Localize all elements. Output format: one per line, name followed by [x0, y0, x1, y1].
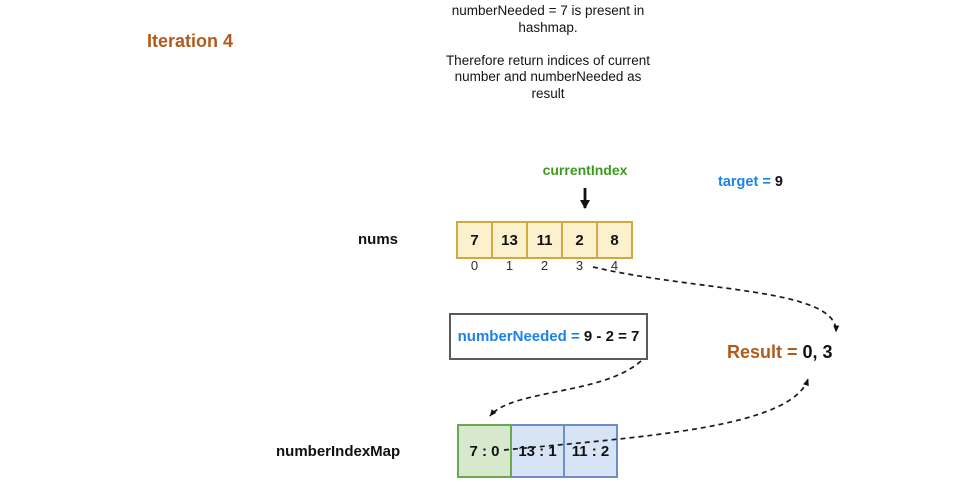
nums-cell: 7: [456, 221, 493, 259]
number-needed-keyword: numberNeeded =: [457, 328, 584, 345]
current-index-label: currentIndex: [542, 162, 628, 178]
nums-index: 4: [610, 258, 619, 273]
nums-index: 1: [505, 258, 514, 273]
map-entry: 11 : 2: [563, 424, 618, 478]
number-needed-expression: 9 - 2 = 7: [583, 328, 640, 345]
number-needed-box: numberNeeded = 9 - 2 = 7: [449, 313, 648, 360]
description-line: numberNeeded = 7 is present in: [451, 3, 645, 18]
iteration-title: Iteration 4: [147, 31, 234, 51]
description-line: [408, 36, 688, 53]
target-keyword: target =: [718, 174, 775, 190]
map-entry: 13 : 1: [510, 424, 565, 478]
description-line: hashmap.: [518, 19, 578, 35]
nums-index: 2: [540, 258, 549, 273]
map-entry-found: 7 : 0: [457, 424, 512, 478]
nums-cell: 2: [561, 221, 598, 259]
nums-array: 7 13 11 2 8: [456, 221, 633, 259]
target-value: 9: [774, 174, 783, 190]
nums-index: 3: [575, 258, 584, 273]
description-text: numberNeeded = 7 is present in hashmap. …: [408, 3, 688, 102]
result-value: 0, 3: [802, 342, 833, 362]
nums-cell: 8: [596, 221, 633, 259]
description-line: number and numberNeeded as: [454, 69, 642, 84]
nums-indices: 0 1 2 3 4: [456, 258, 633, 273]
number-index-map: 7 : 0 13 : 1 11 : 2: [457, 424, 618, 478]
result-text: Result = 0, 3: [727, 342, 833, 363]
description-line: Therefore return indices of current: [445, 52, 651, 68]
number-index-map-label: numberIndexMap: [276, 443, 401, 460]
description-line: result: [531, 85, 565, 101]
result-keyword: Result =: [727, 342, 803, 362]
nums-label: nums: [358, 231, 399, 248]
dashed-arrow-numberneeded-to-map: [489, 360, 642, 417]
nums-cell: 11: [526, 221, 563, 259]
nums-index: 0: [470, 258, 479, 273]
nums-cell: 13: [491, 221, 528, 259]
target-text: target = 9: [718, 174, 783, 190]
